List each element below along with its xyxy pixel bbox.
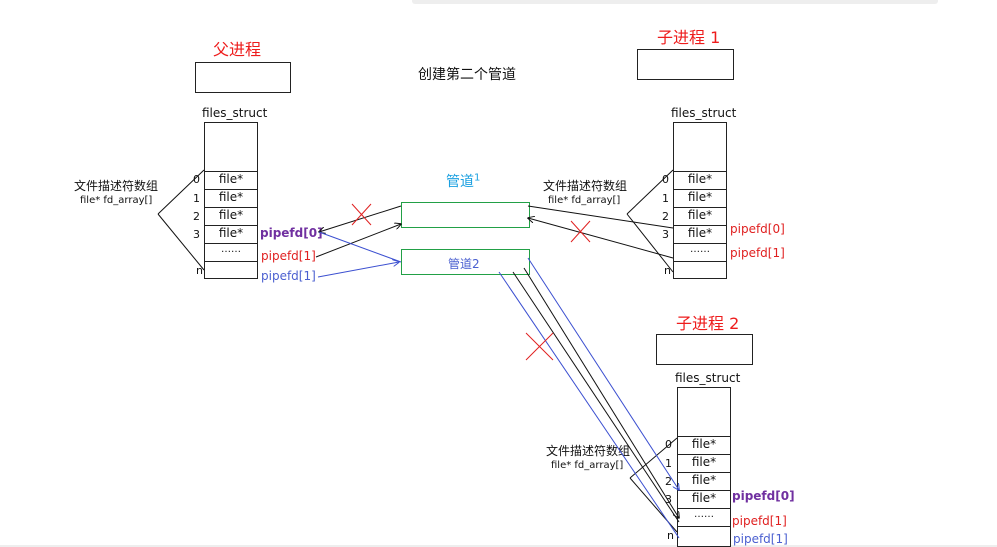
pipe1-title: 管道1 <box>446 171 480 191</box>
parent-process-title: 父进程 <box>213 40 262 59</box>
child2-index-n: n <box>667 529 674 542</box>
child1-index-3: 3 <box>662 228 669 241</box>
child2-array-label: 文件描述符数组 <box>546 444 631 458</box>
child1-pipefd1-label: pipefd[1] <box>730 246 785 260</box>
child1-pipefd0-label: pipefd[0] <box>730 222 785 236</box>
pipe2-box <box>401 249 530 275</box>
parent-index-2: 2 <box>193 210 200 223</box>
child2-index-2: 2 <box>665 475 672 488</box>
parent-cell-ellipsis: …… <box>205 243 257 261</box>
parent-cell-0: file* <box>205 171 257 189</box>
child2-index-3: 3 <box>665 493 672 506</box>
child2-bracket-fan <box>629 437 678 533</box>
child2-cell-n <box>678 526 730 546</box>
parent-files-struct-label: files_struct <box>202 106 268 120</box>
diagram-heading: 创建第二个管道 <box>418 67 516 83</box>
pipe1-child1-lines <box>528 205 674 259</box>
child2-index-0: 0 <box>665 438 672 451</box>
child2-cell-3: file* <box>678 490 730 508</box>
child2-pipefd1-red-label: pipefd[1] <box>732 514 787 528</box>
child2-cell-ellipsis: …… <box>678 508 730 526</box>
parent-pipefd1-blue-label: pipefd[1] <box>261 269 316 283</box>
parent-array-decl: file* fd_array[] <box>80 195 153 206</box>
parent-cell-3: file* <box>205 225 257 243</box>
parent-bracket-fan <box>157 169 205 271</box>
parent-index-1: 1 <box>193 192 200 205</box>
parent-pipefd0-label: pipefd[0] <box>260 226 323 240</box>
child1-process-title: 子进程 1 <box>657 28 721 47</box>
child2-pipefd1-blue-label: pipefd[1] <box>733 532 788 546</box>
child1-array-decl: file* fd_array[] <box>548 195 621 206</box>
child1-index-0: 0 <box>662 173 669 186</box>
pipe1-title-text: 管道 <box>446 174 474 190</box>
child1-cell-ellipsis: …… <box>674 243 726 261</box>
child2-array-decl: file* fd_array[] <box>551 460 624 471</box>
child1-files-struct-label: files_struct <box>671 106 737 120</box>
child1-cell-n <box>674 261 726 278</box>
parent-array-label: 文件描述符数组 <box>74 179 159 193</box>
child1-index-2: 2 <box>662 210 669 223</box>
pipe1-title-sup: 1 <box>474 172 481 184</box>
closed-end-crosses <box>351 203 591 361</box>
pipe2-label: 管道2 <box>448 257 480 271</box>
parent-cell-1: file* <box>205 189 257 207</box>
parent-cell-2: file* <box>205 207 257 225</box>
parent-index-0: 0 <box>193 173 200 186</box>
child1-fd-table: file* file* file* file* …… <box>673 122 727 279</box>
child2-process-title: 子进程 2 <box>676 314 740 333</box>
parent-pipe2-lines <box>317 231 402 278</box>
child2-index-1: 1 <box>665 457 672 470</box>
child2-cell-1: file* <box>678 454 730 472</box>
child2-fd-table: file* file* file* file* …… <box>677 387 731 547</box>
pipe1-box <box>401 202 530 228</box>
child2-process-box <box>656 334 753 365</box>
child1-array-label: 文件描述符数组 <box>543 179 628 193</box>
child1-cell-3: file* <box>674 225 726 243</box>
pipe2-child2-lines <box>498 257 679 539</box>
child1-index-n: n <box>664 264 671 277</box>
parent-pipe1-lines <box>315 205 401 258</box>
child1-cell-1: file* <box>674 189 726 207</box>
parent-index-n: n <box>196 264 203 277</box>
parent-process-box <box>195 62 291 93</box>
parent-index-3: 3 <box>193 228 200 241</box>
child2-cell-2: file* <box>678 472 730 490</box>
child1-cell-2: file* <box>674 207 726 225</box>
child2-cell-0: file* <box>678 436 730 454</box>
child2-pipefd0-label: pipefd[0] <box>732 489 795 503</box>
child1-index-1: 1 <box>662 192 669 205</box>
parent-pipefd1-red-label: pipefd[1] <box>261 249 316 263</box>
child1-bracket-fan <box>626 169 674 273</box>
parent-cell-n <box>205 261 257 278</box>
top-scrollbar-strip <box>412 0 938 4</box>
child1-cell-0: file* <box>674 171 726 189</box>
child1-process-box <box>637 49 734 80</box>
bottom-edge-strip <box>0 545 997 547</box>
parent-fd-table: file* file* file* file* …… <box>204 122 258 279</box>
child2-files-struct-label: files_struct <box>675 371 741 385</box>
